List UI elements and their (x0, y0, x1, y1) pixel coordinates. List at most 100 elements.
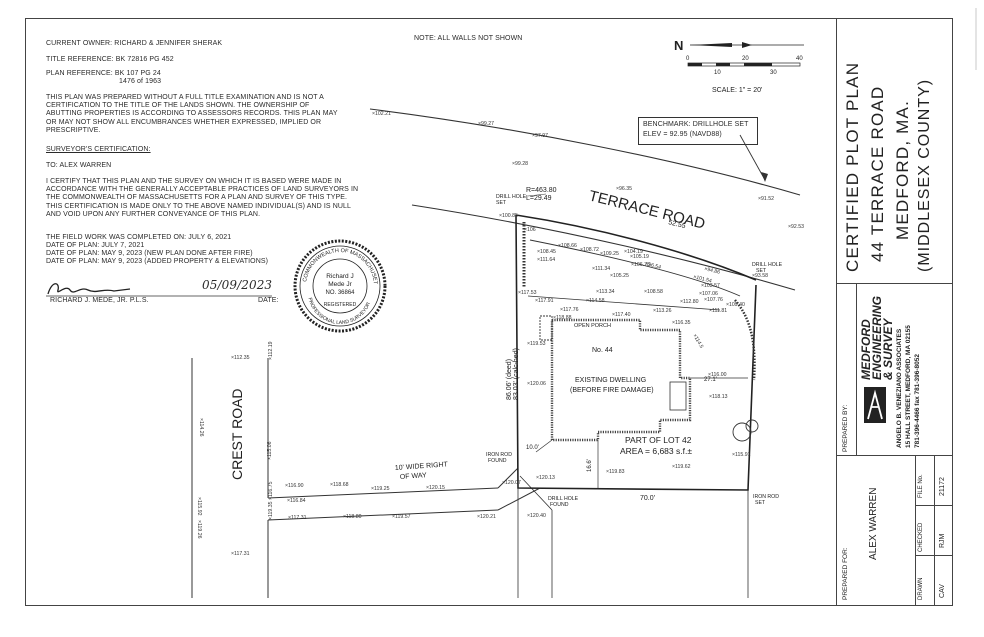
spot-elevation: ×108.58 (644, 289, 663, 295)
left-dimension-deed: 86.06' (deed) (506, 359, 513, 400)
spot-elevation: ×105.19 (630, 254, 649, 260)
plan-sheet (25, 18, 953, 606)
spot-elevation: ×96.35 (616, 186, 632, 192)
plan-reference-2: 1476 of 1963 (119, 78, 162, 85)
setback-27: 27.1' (704, 377, 717, 383)
spot-elevation: ×106 (524, 227, 536, 233)
benchmark-leader (739, 134, 766, 181)
date-label: DATE: (258, 297, 279, 304)
spot-elevation: ×119.35 (268, 501, 274, 520)
curve-radius: R=463.80 (526, 187, 557, 194)
file-no-value: 21172 (939, 477, 946, 496)
lot-front-line (515, 214, 757, 281)
curve-length: L=29.49 (526, 195, 552, 202)
spot-elevation: ×114.26 (198, 418, 204, 437)
front-dimension: 52.55 (668, 219, 687, 230)
right-of-way-label-1: 10' WIDE RIGHT (395, 461, 449, 472)
titleblock-divider (836, 18, 837, 606)
company-phone: 781-396-4466 fax 781-396-8052 (914, 354, 921, 448)
spot-elevations: ×102.21×99.27×97.97×99.28×96.35×91.52×92… (196, 111, 804, 557)
spot-elevation: ×103.57 (701, 283, 720, 289)
scale-tick-40: 40 (796, 56, 803, 62)
certification-text: I CERTIFY THAT THIS PLAN AND THE SURVEY … (46, 178, 359, 218)
spot-elevation: ×117.53 (518, 290, 537, 296)
signer-name: RICHARD J. MEDE, JR. P.L.S. (50, 297, 149, 304)
signature-scribble (47, 283, 131, 295)
company-logo-icon (864, 387, 886, 423)
scale-text: SCALE: 1" = 20' (712, 87, 762, 94)
spot-elevation: ×116.84 (287, 498, 306, 504)
spot-elevation: ×119.57 (392, 514, 411, 520)
spot-elevation: ×120.06 (527, 381, 546, 387)
area-label: AREA = 6,683 s.f.± (620, 446, 692, 456)
crest-road-label: CREST ROAD (229, 388, 245, 480)
drill-hole-found-2: FOUND (550, 502, 569, 508)
left-dimension-calc: 83.03' (calc-hed) (513, 348, 520, 400)
seal-outer-ring (293, 239, 387, 333)
terrace-road-far-edge (369, 108, 801, 196)
drill-hole-set-1: DRILL HOLE (496, 194, 527, 200)
drawn-label: DRAWN (918, 577, 924, 600)
spot-elevation: ×119.26 (196, 520, 202, 539)
benchmark-line-2: ELEV = 92.95 (NAVD88) (643, 131, 722, 138)
surveyor-seal: COMMONWEALTH OF MASSACHUSETTS PROFESSION… (292, 238, 387, 333)
surveyor-heading: SURVEYOR'S CERTIFICATION: (46, 146, 151, 153)
lot-label: PART OF LOT 42 (625, 435, 692, 445)
spot-elevation: ×92.53 (788, 224, 804, 230)
seal-name-1: Richard J (326, 273, 353, 280)
rear-steps (669, 381, 687, 411)
spot-elevation: ×93.58 (752, 273, 768, 279)
spot-elevation: ×104.19 (624, 249, 643, 255)
spot-elevation: ×117.91 (535, 298, 554, 304)
spot-elevation: ×117.40 (612, 312, 631, 318)
spot-elevation: ×102.21 (372, 111, 391, 117)
seal-registered: REGISTERED (324, 302, 357, 308)
tree-symbol (732, 422, 752, 442)
spot-elevation: ×116.75 (268, 481, 274, 500)
spot-elevation: ×113.34 (596, 289, 615, 295)
crop-marks (975, 8, 977, 70)
spot-elevation: ×96.54 (645, 261, 662, 271)
porch-steps (539, 315, 553, 341)
spot-elevation: ×118.88 (553, 315, 572, 321)
prepared-for-name: ALEX WARREN (868, 487, 879, 560)
spot-elevation: ×108.72 (580, 247, 599, 253)
rear-dimension: 70.0' (640, 495, 655, 502)
spot-elevation: ×119.53 (527, 341, 546, 347)
spot-elevation: ×105.25 (610, 273, 629, 279)
date-of-plan-2: DATE OF PLAN: MAY 9, 2023 (NEW PLAN DONE… (46, 250, 253, 257)
date-of-plan-1: DATE OF PLAN: JULY 7, 2021 (46, 242, 145, 249)
seal-number: NO. 36864 (325, 290, 355, 296)
checked-value: RJM (939, 533, 946, 548)
spot-elevation: ×100.85 (499, 213, 518, 219)
field-work-date: THE FIELD WORK WAS COMPLETED ON: JULY 6,… (46, 234, 232, 241)
company-address: 15 HALL STREET, MEDFORD, MA 02155 (905, 325, 912, 448)
spot-elevation: ×91.52 (758, 196, 774, 202)
spot-elevation: ×108.66 (558, 243, 577, 249)
spot-elevation: ×113.26 (653, 308, 672, 314)
spot-elevation: ×112.35 (231, 355, 250, 361)
spot-elevation: ×94.86 (704, 266, 721, 276)
porch-label: OPEN PORCH (574, 323, 611, 329)
spot-elevation: ×118.68 (330, 482, 349, 488)
spot-elevation: ×118.80 (343, 514, 362, 520)
drill-hole-found-1: DRILL HOLE (548, 496, 579, 502)
spot-elevation: ×111.81 (709, 308, 727, 314)
scale-tick-20: 20 (742, 56, 749, 62)
drill-hole-set-east-2: SET (756, 268, 767, 274)
spot-elevation: ×115.92 (196, 497, 202, 516)
prepared-for-label: PREPARED FOR: (842, 547, 849, 600)
drill-hole-set-2: SET (496, 200, 507, 206)
spot-elevation: ×116.90 (285, 483, 304, 489)
scale-tick-30: 30 (770, 70, 777, 76)
spot-elevation: ×116.35 (672, 320, 691, 326)
setback-10: 10.0' (526, 445, 539, 451)
date-of-plan-3: DATE OF PLAN: MAY 9, 2023 (ADDED PROPERT… (46, 258, 269, 265)
spot-elevation: ×119.62 (672, 464, 691, 470)
spot-elevation: ×111.34 (592, 266, 610, 272)
plan-address: 44 TERRACE ROAD (868, 85, 887, 262)
walls-note: NOTE: ALL WALLS NOT SHOWN (414, 35, 523, 42)
owner-line: CURRENT OWNER: RICHARD & JENNIFER SHERAK (46, 40, 223, 47)
spot-elevation: ×120.21 (477, 514, 496, 520)
